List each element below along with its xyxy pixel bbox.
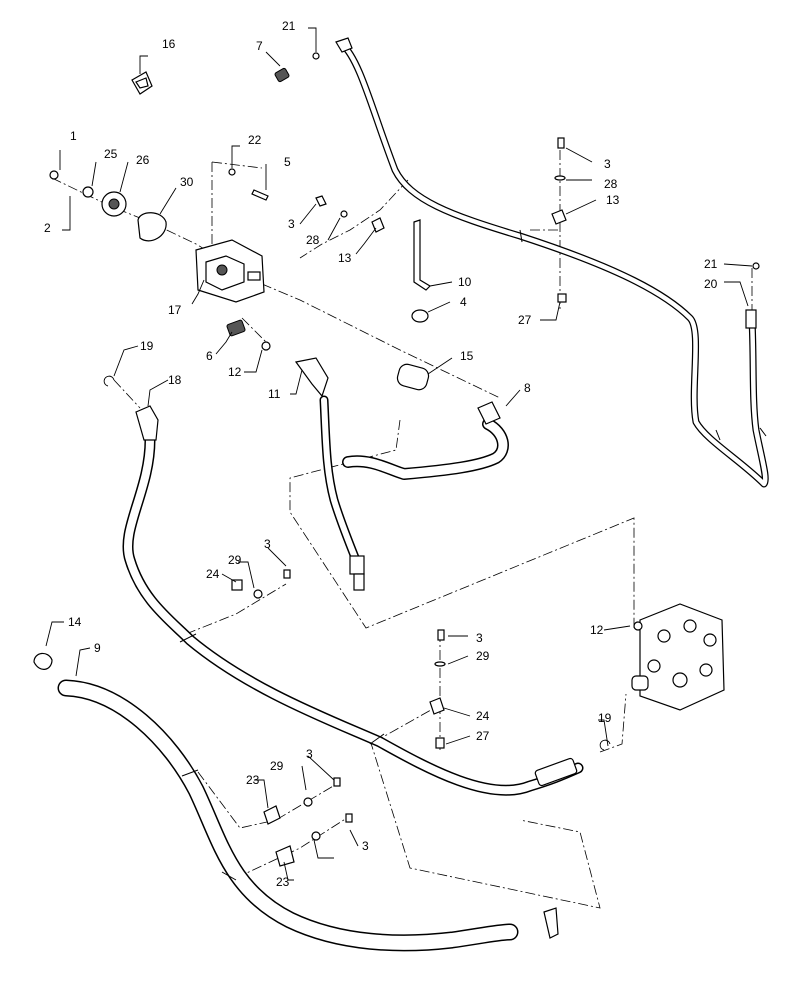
callout-9: 9 bbox=[94, 641, 101, 655]
bolt-3e bbox=[333, 777, 341, 787]
bolt-3a bbox=[315, 195, 327, 207]
callout-19: 19 bbox=[140, 339, 154, 353]
o-ring-12a bbox=[261, 341, 271, 351]
nut-27b bbox=[435, 737, 445, 749]
nut-27a bbox=[557, 293, 567, 303]
callout-30: 30 bbox=[180, 175, 194, 189]
fitting-6 bbox=[226, 319, 246, 337]
callout-8: 8 bbox=[524, 381, 531, 395]
pump-17 bbox=[195, 239, 265, 303]
callout-5: 5 bbox=[284, 155, 291, 169]
washer-29a bbox=[253, 589, 263, 599]
washer-25 bbox=[82, 186, 94, 198]
clip-23a bbox=[263, 805, 281, 825]
hose-upper-right bbox=[338, 40, 769, 488]
callout-1: 1 bbox=[70, 129, 77, 143]
callout-4: 4 bbox=[460, 295, 467, 309]
valve-block bbox=[631, 603, 725, 711]
bolt-3f bbox=[345, 813, 353, 823]
callout-7: 7 bbox=[256, 39, 263, 53]
callout-17: 17 bbox=[168, 303, 182, 317]
o-ring-21-right bbox=[752, 262, 760, 270]
bolt-3d bbox=[437, 629, 445, 641]
callout-23: 23 bbox=[246, 773, 260, 787]
hose-18 bbox=[122, 434, 584, 796]
callout-10: 10 bbox=[458, 275, 472, 289]
callout-27: 27 bbox=[518, 313, 532, 327]
callout-3: 3 bbox=[476, 631, 483, 645]
clip-13b bbox=[551, 209, 567, 225]
clip-24a bbox=[231, 579, 243, 591]
fitting-20 bbox=[745, 309, 757, 329]
callout-13: 13 bbox=[606, 193, 620, 207]
callout-29: 29 bbox=[476, 649, 490, 663]
callout-11: 11 bbox=[268, 387, 281, 401]
callout-3: 3 bbox=[306, 747, 313, 761]
callout-23: 23 bbox=[276, 875, 290, 889]
fitting-7 bbox=[274, 67, 290, 83]
callout-25: 25 bbox=[104, 147, 118, 161]
snap-ring-19b bbox=[599, 739, 611, 751]
callout-12: 12 bbox=[228, 365, 242, 379]
fitting-8 bbox=[477, 401, 501, 425]
gasket-30 bbox=[137, 212, 167, 242]
callout-15: 15 bbox=[460, 349, 474, 363]
callout-21: 21 bbox=[282, 19, 296, 33]
clip-24b bbox=[429, 697, 445, 715]
callout-24: 24 bbox=[476, 709, 490, 723]
callout-leaders bbox=[45, 27, 753, 881]
assembly-centerlines bbox=[51, 150, 753, 909]
callout-22: 22 bbox=[248, 133, 262, 147]
bolt-3c bbox=[283, 569, 291, 579]
bracket-10 bbox=[413, 219, 431, 291]
callout-24: 24 bbox=[206, 567, 220, 581]
bolt-5 bbox=[251, 189, 269, 201]
hoses bbox=[57, 40, 769, 952]
bolt-3b bbox=[557, 137, 565, 149]
callout-12: 12 bbox=[590, 623, 604, 637]
callout-13: 13 bbox=[338, 251, 352, 265]
clip-23b bbox=[275, 845, 295, 867]
fitting-hose-end bbox=[534, 757, 578, 787]
callout-29: 29 bbox=[228, 553, 242, 567]
callout-19: 19 bbox=[598, 711, 612, 725]
callout-27: 27 bbox=[476, 729, 490, 743]
callout-labels: 1 2 3 3 3 3 3 3 4 5 6 7 8 9 10 11 12 12 … bbox=[44, 19, 718, 889]
callout-14: 14 bbox=[68, 615, 82, 629]
washer-28a bbox=[340, 210, 348, 218]
o-ring-21-top bbox=[312, 52, 320, 60]
fitting-11 bbox=[294, 357, 329, 398]
callout-20: 20 bbox=[704, 277, 718, 291]
snap-ring-19a bbox=[103, 375, 115, 387]
callout-6: 6 bbox=[206, 349, 213, 363]
callout-3: 3 bbox=[604, 157, 611, 171]
callout-26: 26 bbox=[136, 153, 150, 167]
parts bbox=[33, 37, 760, 939]
washer-29c bbox=[303, 797, 313, 807]
callout-21: 21 bbox=[704, 257, 718, 271]
callout-29: 29 bbox=[270, 759, 284, 773]
hose-9 bbox=[57, 679, 519, 952]
nut-1 bbox=[49, 170, 59, 180]
callout-18: 18 bbox=[168, 373, 182, 387]
fitting-18 bbox=[135, 405, 159, 441]
callout-16: 16 bbox=[162, 37, 176, 51]
callout-3: 3 bbox=[264, 537, 271, 551]
callout-3: 3 bbox=[288, 217, 295, 231]
callout-3: 3 bbox=[362, 839, 369, 853]
washer-28b bbox=[554, 175, 566, 181]
strainer-end bbox=[543, 907, 559, 939]
clamp-14 bbox=[33, 652, 53, 670]
callout-28: 28 bbox=[604, 177, 618, 191]
clamp-4 bbox=[411, 309, 429, 323]
washer-22 bbox=[228, 168, 236, 176]
o-ring-12b bbox=[633, 621, 643, 631]
callout-28: 28 bbox=[306, 233, 320, 247]
callout-2: 2 bbox=[44, 221, 51, 235]
coupler-15 bbox=[396, 363, 430, 391]
clip-13a bbox=[371, 217, 385, 233]
washer-29b bbox=[434, 661, 446, 667]
